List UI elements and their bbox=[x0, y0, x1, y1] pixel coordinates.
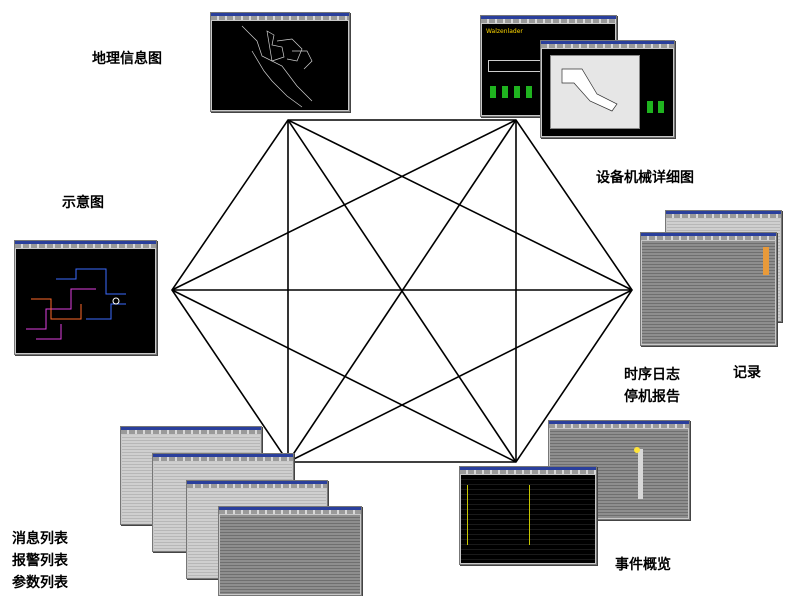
map-outline-graphic bbox=[241, 25, 313, 108]
equipment-label: 设备机械详细图 bbox=[596, 170, 694, 186]
edge-line bbox=[287, 119, 517, 463]
message-list-label: 消息列表 bbox=[12, 531, 68, 547]
schematic-screenshot bbox=[14, 240, 157, 355]
edge-line bbox=[171, 119, 517, 291]
alarm-list-label: 报警列表 bbox=[12, 553, 68, 569]
param-list-label: 参数列表 bbox=[12, 575, 68, 591]
timing-log-screenshot bbox=[640, 232, 777, 346]
shutdown-report-label: 停机报告 bbox=[624, 389, 680, 405]
edge-line bbox=[287, 289, 633, 463]
edge-line bbox=[171, 289, 517, 463]
equipment-screen-title: Walzenlader bbox=[486, 28, 523, 35]
timing-log-label: 时序日志 bbox=[624, 367, 680, 383]
event-overview-screenshot bbox=[459, 466, 597, 565]
edge-line bbox=[287, 119, 633, 291]
geo-map-label: 地理信息图 bbox=[92, 51, 162, 67]
param-list-screenshot bbox=[218, 506, 362, 596]
geo-map-screenshot bbox=[210, 12, 350, 112]
schematic-label: 示意图 bbox=[62, 195, 104, 211]
records-label: 记录 bbox=[733, 365, 761, 381]
equipment-screenshot-front bbox=[540, 40, 675, 138]
event-overview-label: 事件概览 bbox=[615, 557, 671, 573]
